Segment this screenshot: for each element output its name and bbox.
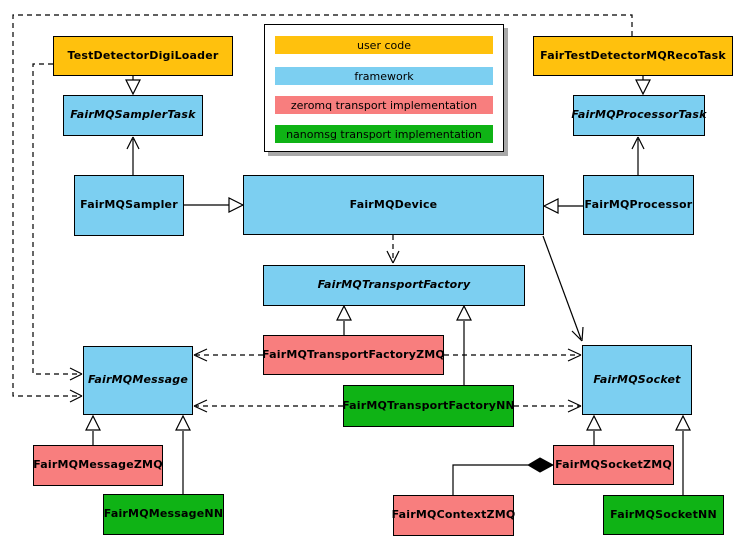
node-fairmq-sampler-task: FairMQSamplerTask <box>63 95 203 136</box>
edge-inh-processor-device <box>542 198 583 214</box>
node-fairmq-processor: FairMQProcessor <box>583 175 694 235</box>
node-fairmq-message-nn: FairMQMessageNN <box>103 494 224 535</box>
node-label: FairMQTransportFactoryZMQ <box>262 347 445 361</box>
edge-dep-factorynn-message <box>193 399 343 413</box>
legend-item-user-code: user code <box>275 36 493 54</box>
edge-comp-socketzmq-contextzmq <box>452 457 555 495</box>
edge-inh-factoryzmq-factory <box>336 304 352 335</box>
edge-dep-factoryzmq-message <box>193 348 263 362</box>
node-label: FairMQProcessorTask <box>571 108 707 122</box>
node-label: FairMQSocket <box>593 372 681 386</box>
edge-inh-socketzmq-socket <box>586 414 602 445</box>
edge-assoc-sampler-samplertask <box>126 136 140 175</box>
edge-inh-socketnn-socket <box>675 414 691 495</box>
node-label: FairMQSampler <box>80 198 178 212</box>
legend-item-zeromq: zeromq transport implementation <box>275 96 493 114</box>
edge-dep-device-transportfactory <box>386 235 400 264</box>
node-fairmq-transport-factory: FairMQTransportFactory <box>263 265 525 306</box>
node-fairmq-device: FairMQDevice <box>243 175 544 235</box>
edge-dep-factoryzmq-socket <box>444 348 582 362</box>
node-label: TestDetectorDigiLoader <box>67 48 219 62</box>
node-label: FairTestDetectorMQRecoTask <box>540 48 726 62</box>
edge-inh-recotask-processortask <box>635 76 651 96</box>
edge-assoc-device-socket <box>542 235 584 342</box>
node-label: FairMQContextZMQ <box>391 508 516 522</box>
node-test-detector-digi-loader: TestDetectorDigiLoader <box>53 36 233 76</box>
node-fairmq-message-zmq: FairMQMessageZMQ <box>33 445 163 486</box>
edge-inh-messagezmq-message <box>85 414 101 445</box>
node-fairmq-message: FairMQMessage <box>83 346 193 415</box>
node-fairmq-transport-factory-nn: FairMQTransportFactoryNN <box>342 385 515 427</box>
node-fairmq-socket-nn: FairMQSocketNN <box>603 495 724 535</box>
node-fairmq-socket: FairMQSocket <box>582 345 692 415</box>
legend-label: framework <box>354 69 414 83</box>
legend-label: zeromq transport implementation <box>290 98 478 112</box>
legend: user code framework zeromq transport imp… <box>264 24 504 152</box>
node-label: FairMQTransportFactoryNN <box>342 398 515 412</box>
legend-label: user code <box>356 38 412 52</box>
edge-inh-factorynn-factory <box>456 304 472 385</box>
edge-inh-digiloader-samplertask <box>125 76 141 96</box>
node-label: FairMQMessageZMQ <box>33 458 163 472</box>
legend-item-framework: framework <box>275 67 493 85</box>
node-label: FairMQSocketZMQ <box>555 457 672 471</box>
node-label: FairMQMessageNN <box>103 507 224 521</box>
edge-inh-messagenn-message <box>175 414 191 494</box>
node-label: FairMQSamplerTask <box>70 108 196 122</box>
edge-dep-recotask-message <box>12 14 633 403</box>
node-fairmq-sampler: FairMQSampler <box>74 175 184 236</box>
node-fair-test-detector-mq-reco-task: FairTestDetectorMQRecoTask <box>533 36 733 76</box>
node-label: FairMQDevice <box>349 197 438 211</box>
node-fairmq-processor-task: FairMQProcessorTask <box>571 95 707 136</box>
edge-dep-digiloader-message <box>32 63 83 381</box>
edge-dep-factorynn-socket <box>514 399 582 413</box>
node-fairmq-transport-factory-zmq: FairMQTransportFactoryZMQ <box>262 335 445 375</box>
node-label: FairMQMessage <box>87 373 189 387</box>
edge-inh-sampler-device <box>184 197 245 213</box>
legend-item-nanomsg: nanomsg transport implementation <box>275 125 493 143</box>
edge-assoc-processor-processortask <box>631 136 645 175</box>
legend-label: nanomsg transport implementation <box>286 127 482 141</box>
node-label: FairMQProcessor <box>584 197 693 211</box>
node-label: FairMQSocketNN <box>610 507 717 521</box>
node-fairmq-socket-zmq: FairMQSocketZMQ <box>553 445 674 485</box>
node-fairmq-context-zmq: FairMQContextZMQ <box>391 495 516 536</box>
node-label: FairMQTransportFactory <box>317 278 471 292</box>
